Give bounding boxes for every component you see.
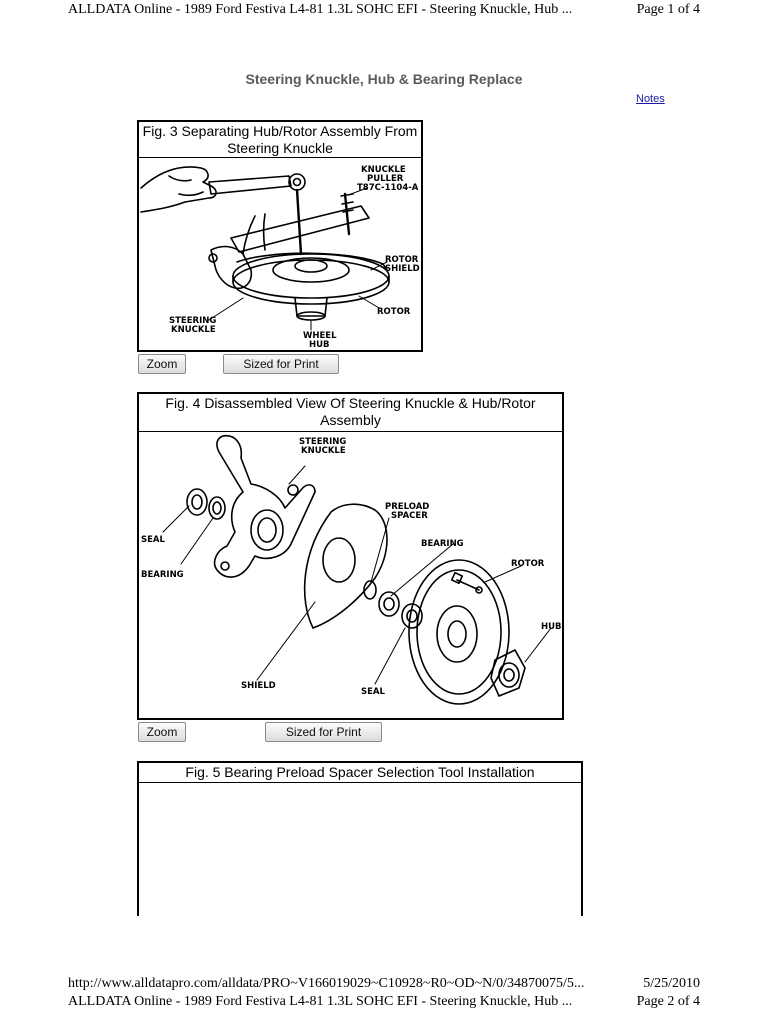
label-seal-right: SEAL (361, 687, 386, 697)
figure-4: Fig. 4 Disassembled View Of Steering Knu… (137, 392, 564, 720)
label-preload-spacer-2: SPACER (391, 511, 428, 521)
label-rotor: ROTOR (511, 559, 545, 569)
label-preload-spacer-1: PRELOAD (385, 502, 429, 512)
header-page-number: Page 2 of 4 (636, 994, 700, 1009)
label-steering-knuckle-2: KNUCKLE (301, 446, 346, 456)
label-steering-knuckle-1: STEERING (299, 437, 346, 447)
zoom-button[interactable]: Zoom (138, 354, 186, 374)
label-rotor-shield-1: ROTOR (385, 255, 419, 265)
print-footer-url-line: http://www.alldatapro.com/alldata/PRO~V1… (68, 976, 700, 992)
figure-3-caption: Fig. 3 Separating Hub/Rotor Assembly Fro… (139, 122, 421, 158)
notes-link[interactable]: Notes (636, 93, 665, 105)
document-title: Steering Knuckle, Hub & Bearing Replace (245, 71, 523, 87)
footer-date: 5/25/2010 (643, 976, 700, 991)
sized-for-print-button[interactable]: Sized for Print (223, 354, 339, 374)
label-wheel-hub-2: HUB (309, 340, 330, 350)
figure-4-illustration: STEERING KNUCKLE PRELOAD SPACER BEARING … (139, 432, 562, 718)
label-steering-knuckle-1: STEERING (169, 316, 216, 326)
figure-5: Fig. 5 Bearing Preload Spacer Selection … (137, 761, 583, 916)
figure-3: Fig. 3 Separating Hub/Rotor Assembly Fro… (137, 120, 423, 352)
label-shield: SHIELD (241, 681, 276, 691)
label-wheel-hub-1: WHEEL (303, 331, 337, 341)
label-knuckle-puller-3: T87C-1104-A (357, 183, 419, 193)
exploded-knuckle-hub-drawing: STEERING KNUCKLE PRELOAD SPACER BEARING … (141, 434, 562, 705)
label-rotor: ROTOR (377, 307, 411, 317)
footer-url: http://www.alldatapro.com/alldata/PRO~V1… (68, 976, 585, 991)
label-rotor-shield-2: SHIELD (385, 264, 420, 274)
figure-5-caption: Fig. 5 Bearing Preload Spacer Selection … (139, 763, 581, 783)
header-title: ALLDATA Online - 1989 Ford Festiva L4-81… (68, 994, 573, 1009)
label-steering-knuckle-2: KNUCKLE (171, 325, 216, 335)
figure-4-caption: Fig. 4 Disassembled View Of Steering Knu… (139, 394, 562, 432)
figure-3-illustration: KNUCKLE PULLER T87C-1104-A ROTOR SHIELD … (139, 158, 421, 350)
hub-rotor-separation-drawing: KNUCKLE PULLER T87C-1104-A ROTOR SHIELD … (140, 165, 420, 350)
print-header-next-page: ALLDATA Online - 1989 Ford Festiva L4-81… (68, 994, 700, 1010)
label-hub: HUB (541, 622, 562, 632)
label-seal-left: SEAL (141, 535, 166, 545)
print-header: ALLDATA Online - 1989 Ford Festiva L4-81… (68, 2, 700, 18)
label-knuckle-puller-1: KNUCKLE (361, 165, 406, 175)
label-bearing-left: BEARING (141, 570, 184, 580)
header-page-number: Page 1 of 4 (636, 2, 700, 17)
header-title: ALLDATA Online - 1989 Ford Festiva L4-81… (68, 2, 573, 17)
sized-for-print-button[interactable]: Sized for Print (265, 722, 382, 742)
zoom-button[interactable]: Zoom (138, 722, 186, 742)
label-bearing-right: BEARING (421, 539, 464, 549)
label-knuckle-puller-2: PULLER (367, 174, 404, 184)
